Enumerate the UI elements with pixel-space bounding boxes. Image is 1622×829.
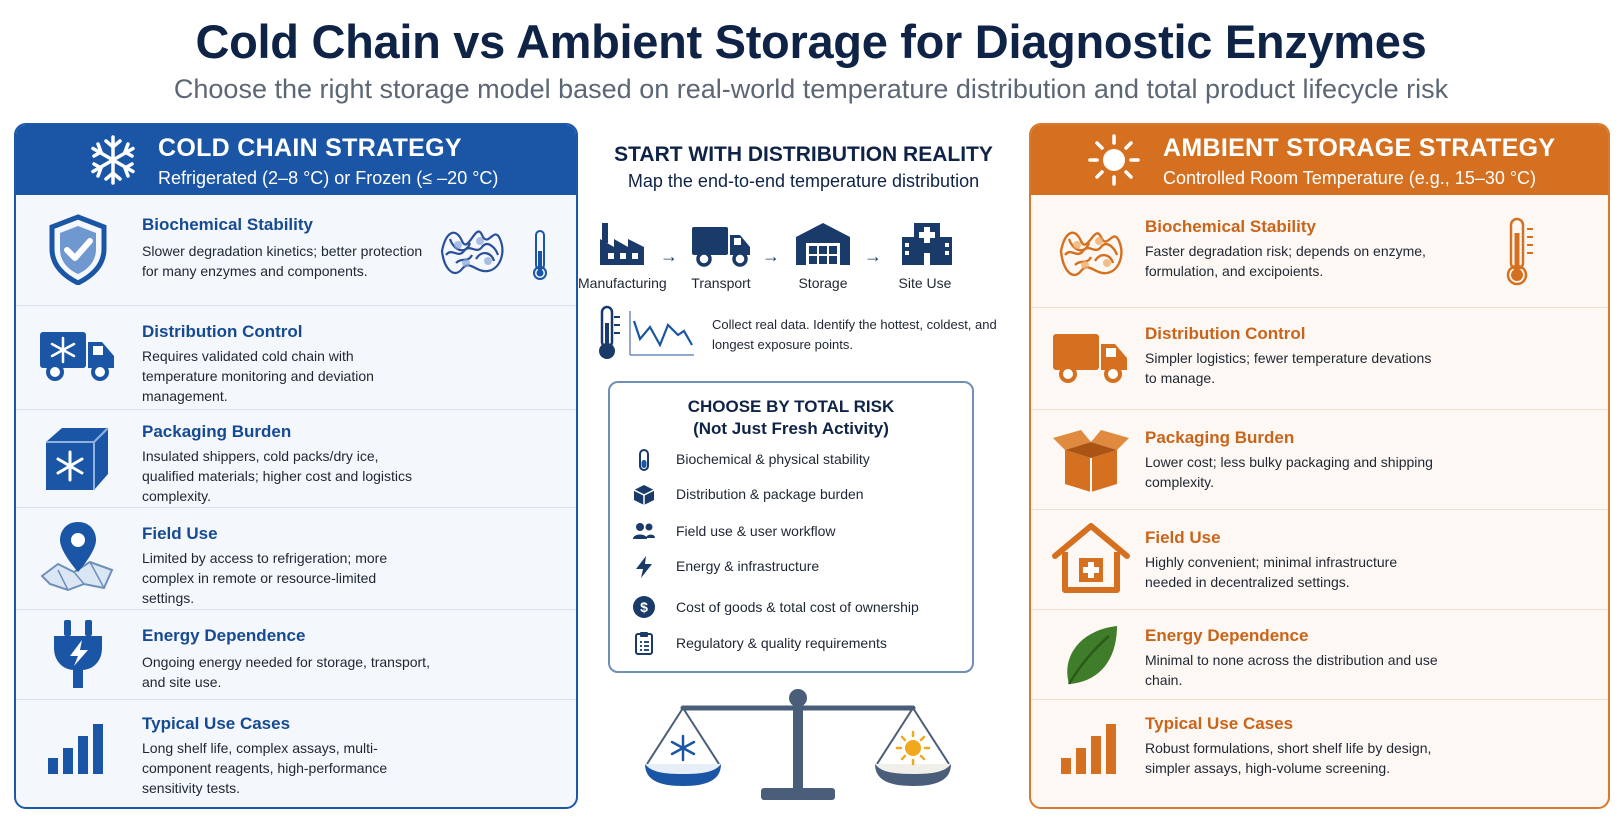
ambient-row-use-cases: Typical Use Cases Robust formulations, s… bbox=[1031, 699, 1608, 807]
insulated-box-icon bbox=[46, 427, 109, 490]
ambient-header: AMBIENT STORAGE STRATEGY Controlled Room… bbox=[1031, 125, 1608, 195]
ambient-row-use-cases-title: Typical Use Cases bbox=[1145, 714, 1294, 733]
risk-item-cost: Cost of goods & total cost of ownership bbox=[676, 599, 919, 615]
dollar-coin-icon: $ bbox=[633, 596, 655, 618]
snowflake-icon bbox=[91, 135, 135, 185]
risk-item-distribution: Distribution & package burden bbox=[676, 486, 864, 502]
ambient-subtitle: Controlled Room Temperature (e.g., 15–30… bbox=[1163, 168, 1537, 188]
cold-chain-header: COLD CHAIN STRATEGY Refrigerated (2–8 °C… bbox=[16, 125, 576, 195]
ambient-row-packaging-text: Lower cost; less bulky packaging and shi… bbox=[1145, 454, 1433, 490]
cold-row-use-cases-text: Long shelf life, complex assays, multi-c… bbox=[142, 740, 388, 796]
flow-arrow: → bbox=[660, 246, 678, 266]
lightning-icon bbox=[636, 556, 652, 578]
total-risk-box: CHOOSE BY TOTAL RISK (Not Just Fresh Act… bbox=[608, 381, 974, 673]
cold-chain-title: COLD CHAIN STRATEGY bbox=[158, 134, 462, 162]
risk-item-stability: Biochemical & physical stability bbox=[676, 451, 870, 467]
cold-chain-subtitle: Refrigerated (2–8 °C) or Frozen (≤ –20 °… bbox=[158, 168, 499, 188]
page-title: Cold Chain vs Ambient Storage for Diagno… bbox=[195, 15, 1427, 68]
ambient-row-distribution-title: Distribution Control bbox=[1145, 324, 1306, 343]
cold-row-energy: Energy Dependence Ongoing energy needed … bbox=[16, 609, 576, 699]
cold-row-distribution-title: Distribution Control bbox=[142, 322, 303, 341]
balance-scale-icon bbox=[645, 689, 951, 800]
ambient-row-field-use-title: Field Use bbox=[1145, 528, 1221, 547]
ambient-row-field-use-text: Highly convenient; minimal infrastructur… bbox=[1145, 554, 1398, 590]
cold-row-use-cases-title: Typical Use Cases bbox=[142, 714, 291, 733]
cold-row-stability-title: Biochemical Stability bbox=[142, 215, 313, 234]
cold-row-packaging-text: Insulated shippers, cold packs/dry ice, … bbox=[142, 448, 413, 504]
temperature-trend-icon bbox=[599, 305, 694, 359]
ambient-row-stability-text: Faster degradation risk; depends on enzy… bbox=[1145, 243, 1426, 279]
bar-chart-icon bbox=[1061, 724, 1116, 774]
ambient-panel: AMBIENT STORAGE STRATEGY Controlled Room… bbox=[1029, 123, 1610, 809]
risk-item-field-use: Field use & user workflow bbox=[676, 523, 836, 539]
open-box-icon bbox=[1053, 430, 1129, 492]
cold-row-energy-title: Energy Dependence bbox=[142, 626, 306, 645]
cold-row-field-use-text: Limited by access to refrigeration; more… bbox=[142, 550, 388, 606]
flow-arrow: → bbox=[762, 246, 780, 266]
ambient-row-energy: Energy Dependence Minimal to none across… bbox=[1031, 609, 1608, 699]
cold-row-packaging-title: Packaging Burden bbox=[142, 422, 292, 441]
package-icon bbox=[633, 485, 655, 505]
cold-row-use-cases: Typical Use Cases Long shelf life, compl… bbox=[16, 699, 576, 807]
ambient-row-packaging-title: Packaging Burden bbox=[1145, 428, 1295, 447]
truck-icon bbox=[1053, 334, 1127, 383]
flow-label-manufacturing: Manufacturing bbox=[578, 275, 667, 291]
cold-row-field-use-title: Field Use bbox=[142, 524, 218, 543]
center-column: START WITH DISTRIBUTION REALITY Map the … bbox=[578, 123, 1029, 809]
cold-row-packaging: Packaging Burden Insulated shippers, col… bbox=[16, 409, 576, 507]
cold-row-distribution: Distribution Control Requires validated … bbox=[16, 305, 576, 409]
protein-thermometer-icon bbox=[440, 230, 547, 280]
flow-arrow: → bbox=[864, 246, 882, 266]
hospital-icon bbox=[902, 223, 952, 265]
ambient-row-stability-title: Biochemical Stability bbox=[1145, 217, 1316, 236]
ambient-row-energy-title: Energy Dependence bbox=[1145, 626, 1309, 645]
risk-item-energy: Energy & infrastructure bbox=[676, 558, 820, 574]
factory-icon bbox=[600, 223, 644, 265]
ambient-row-field-use: Field Use Highly convenient; minimal inf… bbox=[1031, 509, 1608, 609]
ambient-title: AMBIENT STORAGE STRATEGY bbox=[1163, 134, 1556, 162]
svg-text:$: $ bbox=[640, 599, 648, 615]
cold-chain-panel: COLD CHAIN STRATEGY Refrigerated (2–8 °C… bbox=[14, 123, 578, 809]
clinic-house-icon bbox=[1052, 523, 1130, 593]
test-tube-icon bbox=[639, 449, 649, 471]
cold-row-energy-text: Ongoing energy needed for storage, trans… bbox=[142, 654, 430, 690]
thermometer-icon bbox=[1506, 217, 1533, 286]
distribution-reality-title: START WITH DISTRIBUTION REALITY bbox=[614, 143, 993, 166]
power-plug-icon bbox=[54, 620, 102, 688]
ambient-row-packaging: Packaging Burden Lower cost; less bulky … bbox=[1031, 409, 1608, 509]
ambient-row-distribution-text: Simpler logistics; fewer temperature dev… bbox=[1145, 350, 1432, 386]
protein-structure-icon bbox=[1059, 231, 1123, 277]
flow-label-transport: Transport bbox=[691, 275, 751, 291]
ambient-row-use-cases-text: Robust formulations, short shelf life by… bbox=[1145, 740, 1432, 776]
cold-row-stability: Biochemical Stability Slower degradation… bbox=[16, 195, 576, 305]
leaf-icon bbox=[1067, 626, 1117, 685]
bar-chart-icon bbox=[48, 724, 103, 774]
shield-check-icon bbox=[49, 214, 107, 285]
total-risk-subtitle: (Not Just Fresh Activity) bbox=[693, 419, 889, 438]
sun-icon bbox=[1088, 134, 1140, 186]
transport-truck-icon bbox=[692, 227, 750, 267]
risk-item-regulatory: Regulatory & quality requirements bbox=[676, 635, 887, 651]
cold-row-stability-text: Slower degradation kinetics; better prot… bbox=[142, 243, 423, 279]
page-subtitle: Choose the right storage model based on … bbox=[173, 74, 1449, 104]
warehouse-icon bbox=[796, 223, 850, 265]
flow-label-site-use: Site Use bbox=[898, 275, 952, 291]
users-icon bbox=[633, 523, 655, 539]
collect-data-text: Collect real data. Identify the hottest,… bbox=[712, 317, 997, 352]
clipboard-icon bbox=[635, 632, 653, 655]
total-risk-title: CHOOSE BY TOTAL RISK bbox=[687, 397, 895, 416]
cold-row-field-use: Field Use Limited by access to refrigera… bbox=[16, 507, 576, 609]
ambient-row-stability: Biochemical Stability Faster degradation… bbox=[1031, 195, 1608, 307]
ambient-row-energy-text: Minimal to none across the distribution … bbox=[1145, 652, 1438, 688]
cold-row-distribution-text: Requires validated cold chain with tempe… bbox=[142, 348, 374, 404]
distribution-reality-subtitle: Map the end-to-end temperature distribut… bbox=[627, 171, 980, 191]
refrigerated-truck-icon bbox=[40, 332, 114, 381]
map-pin-icon bbox=[40, 522, 114, 592]
ambient-row-distribution: Distribution Control Simpler logistics; … bbox=[1031, 307, 1608, 409]
flow-label-storage: Storage bbox=[798, 275, 848, 291]
